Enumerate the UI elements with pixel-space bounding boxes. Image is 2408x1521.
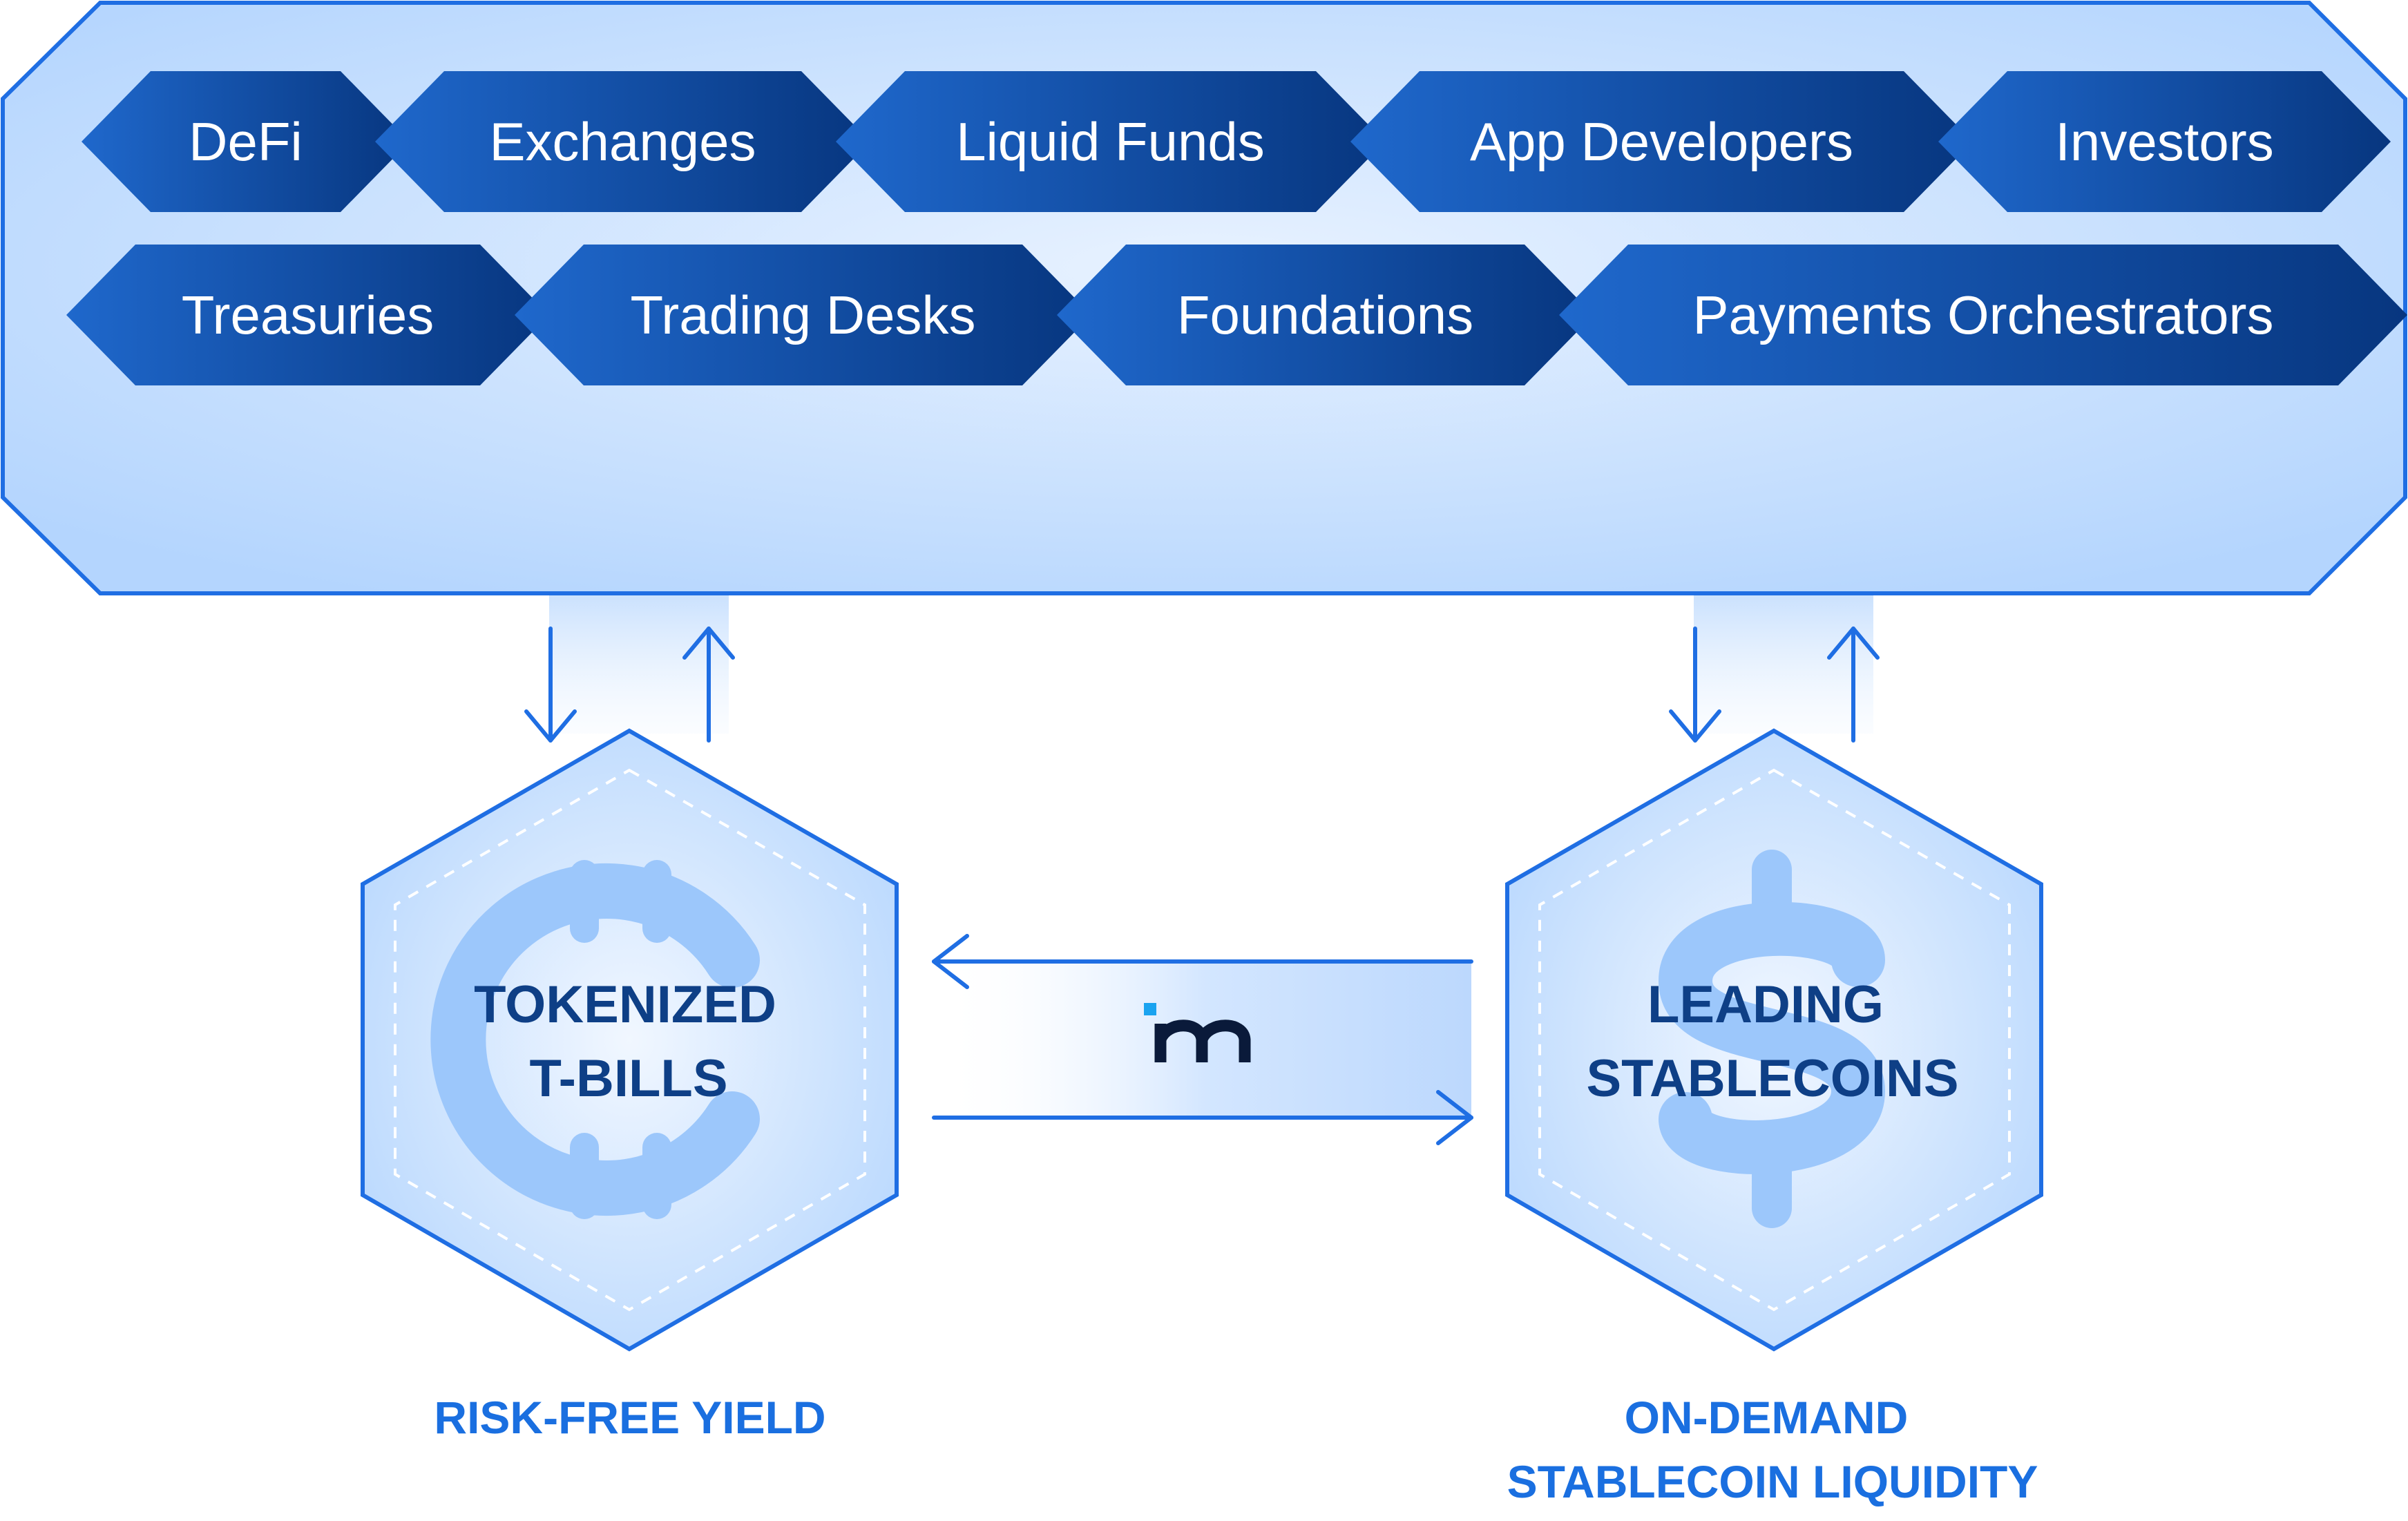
audience-tag: Investors: [1938, 71, 2391, 212]
audience-tag-shape: [1559, 245, 2407, 385]
left-up-arrow: [682, 626, 735, 743]
audience-tag-label: Investors: [2055, 111, 2273, 172]
audience-tag: App Developers: [1350, 71, 1973, 212]
audience-tags: DeFi Exchanges Liquid Funds App Developers I…: [66, 71, 2407, 385]
left-hex-title-line1: TOKENIZED: [474, 975, 776, 1034]
right-connector-glow: [1694, 595, 1873, 734]
audience-tag: Exchanges: [375, 71, 870, 212]
audience-tag-label: Treasuries: [182, 285, 434, 345]
audience-tag-label: Foundations: [1177, 285, 1473, 345]
audience-tag-label: Exchanges: [490, 111, 756, 172]
right-caption-line2: STABLECOIN LIQUIDITY: [1507, 1456, 2038, 1507]
audience-tag-shape: [82, 71, 410, 212]
audience-tag: Liquid Funds: [836, 71, 1385, 212]
right-down-arrow: [1669, 626, 1721, 743]
audience-tag: Foundations: [1057, 245, 1594, 385]
audience-tag-label: Liquid Funds: [956, 111, 1265, 172]
audience-tag-shape: [1938, 71, 2391, 212]
m-logo-icon: [1144, 1003, 1251, 1062]
leading-stablecoins-hex: LEADING STABLECOINS: [1505, 728, 2043, 1352]
audience-tag: Payments Orchestrators: [1559, 245, 2407, 385]
audience-tag-shape: [515, 245, 1091, 385]
left-hex-title-line2: T-BILLS: [529, 1049, 727, 1108]
audience-tag-shape: [1057, 245, 1594, 385]
dollar-sign-icon: [1658, 850, 1886, 1228]
audience-tag-label: App Developers: [1470, 111, 1853, 172]
audience-tag: Treasuries: [66, 245, 549, 385]
right-hex-title-line2: STABLECOINS: [1586, 1049, 1958, 1108]
right-caption-line1: ON-DEMAND: [1625, 1392, 1909, 1443]
audience-tag-label: DeFi: [189, 111, 303, 172]
audience-tag-shape: [375, 71, 870, 212]
right-arrow: [932, 1090, 1473, 1145]
audience-tag-shape: [66, 245, 549, 385]
right-up-arrow: [1827, 626, 1880, 743]
left-connector-glow: [549, 595, 729, 734]
audience-tag: Trading Desks: [515, 245, 1091, 385]
audience-tag-shape: [836, 71, 1385, 212]
audience-tag: DeFi: [82, 71, 410, 212]
audience-tag-label: Trading Desks: [631, 285, 976, 345]
audience-tag-label: Payments Orchestrators: [1693, 285, 2274, 345]
audience-tag-shape: [1350, 71, 1973, 212]
left-arrow: [932, 934, 1473, 989]
left-down-arrow: [524, 626, 577, 743]
cent-coin-icon: [430, 860, 760, 1219]
left-caption: RISK-FREE YIELD: [434, 1392, 825, 1443]
right-hex-title-line1: LEADING: [1647, 975, 1884, 1034]
tokenized-tbills-hex: TOKENIZED T-BILLS: [361, 728, 899, 1352]
